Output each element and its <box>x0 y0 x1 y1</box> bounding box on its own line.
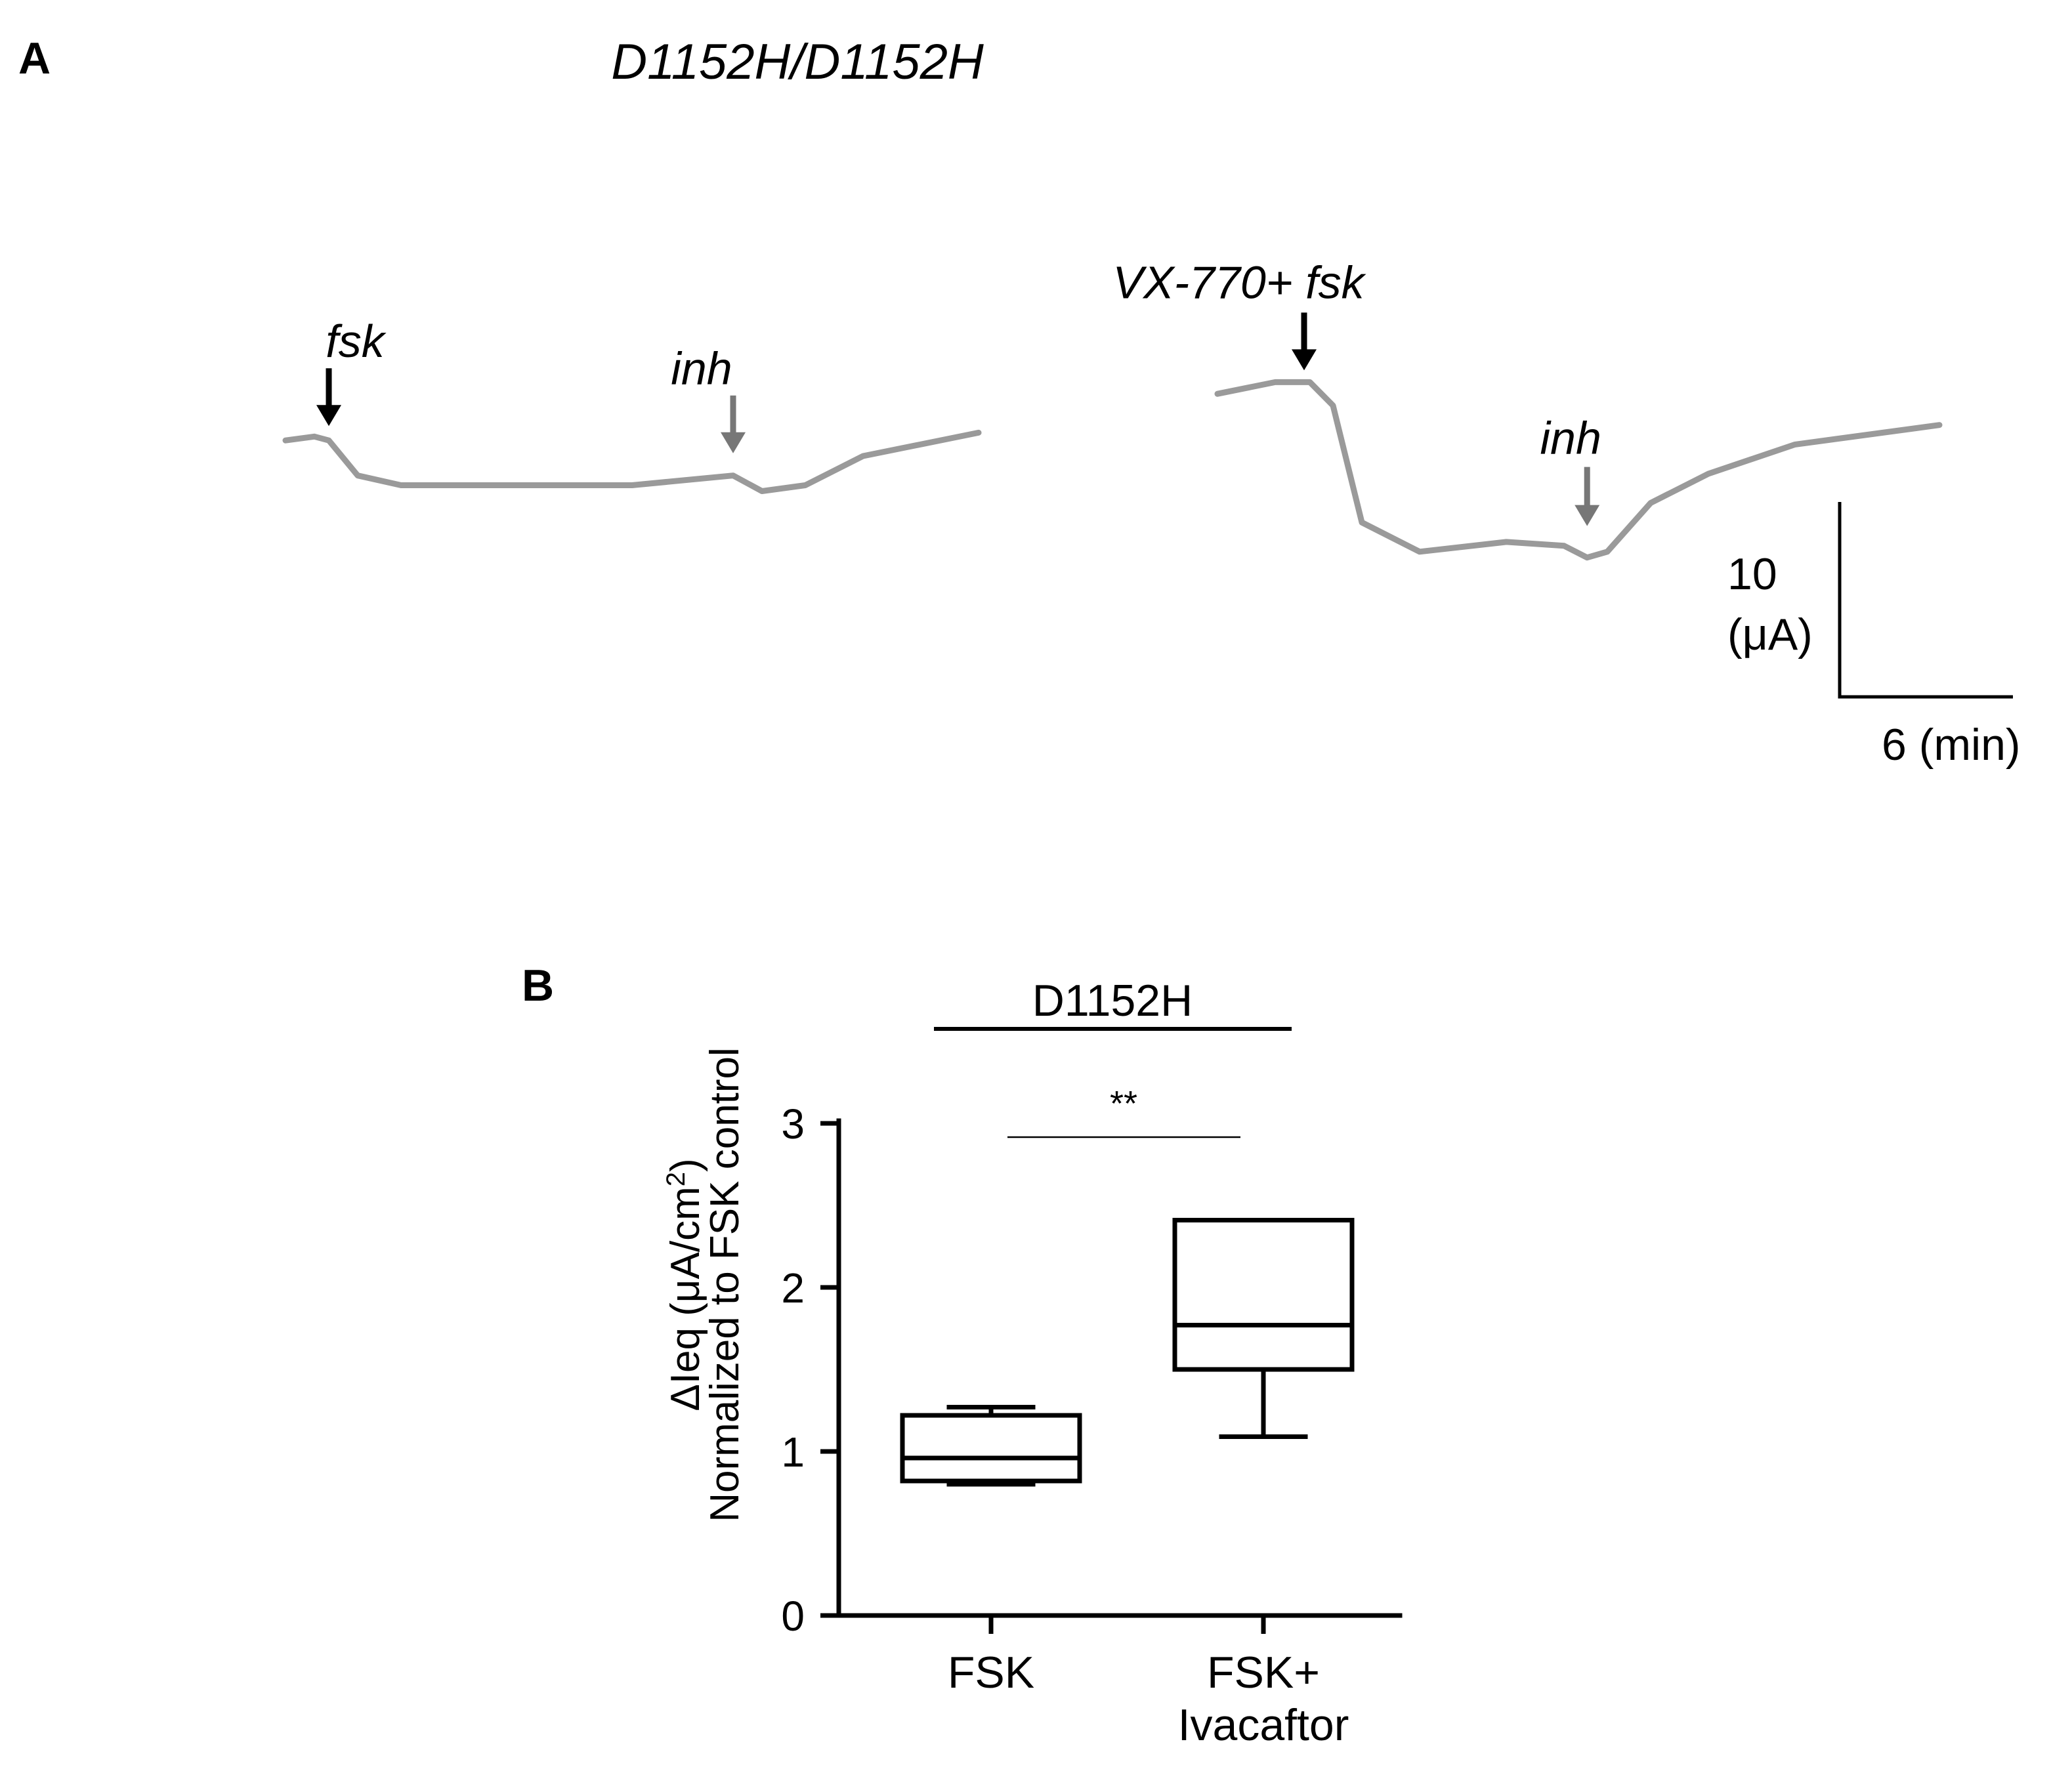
scale-bar-x-label: 6 (min) <box>1882 720 2021 770</box>
y-tick-label: 2 <box>781 1264 805 1312</box>
inh-arrowhead <box>721 432 746 453</box>
inh-label: inh <box>671 343 732 394</box>
panel-a-title: D1152H/D1152H <box>611 34 984 90</box>
y-tick-label: 0 <box>781 1593 805 1640</box>
y-axis-label-line2: Normalized to FSK control <box>702 1047 748 1522</box>
y-axis-label-line1: ΔIeq (μA/cm2) <box>662 1158 708 1411</box>
panel-b-letter: B <box>522 961 554 1011</box>
significance-stars: ** <box>1110 1084 1137 1123</box>
panel-b: B D1152H ** ΔIeq (μA/cm2) Normalized to … <box>522 961 1403 1750</box>
x-tick-label: FSK <box>948 1648 1034 1698</box>
box-plot-boxes <box>900 1218 1355 1487</box>
group-label: D1152H <box>1032 976 1193 1026</box>
current-trace-fsk <box>282 429 982 494</box>
scale-bar <box>1838 502 2013 699</box>
scale-bar-y-value: 10 <box>1727 549 1777 599</box>
box-iqr <box>1172 1218 1355 1372</box>
inh-label-2: inh <box>1540 413 1601 464</box>
fsk-arrowhead <box>316 405 341 427</box>
vx770-fsk-label: VX-770+ fsk <box>1112 257 1366 308</box>
current-trace-vx770-fsk <box>1214 379 1943 561</box>
panel-a-letter: A <box>18 33 51 83</box>
inh-arrowhead-2 <box>1575 505 1600 526</box>
x-tick-label: FSK+ <box>1207 1648 1320 1698</box>
y-tick-label: 3 <box>781 1100 805 1148</box>
box-iqr <box>900 1413 1082 1484</box>
x-tick-label-line2: Ivacaftor <box>1178 1700 1349 1750</box>
panel-a: A D1152H/D1152H fsk inh VX-770+ fsk inh … <box>18 33 2021 770</box>
vx770-fsk-arrowhead <box>1292 349 1317 371</box>
y-tick-label: 1 <box>781 1428 805 1476</box>
fsk-label: fsk <box>326 316 386 367</box>
scale-bar-y-unit: (μA) <box>1727 610 1813 659</box>
